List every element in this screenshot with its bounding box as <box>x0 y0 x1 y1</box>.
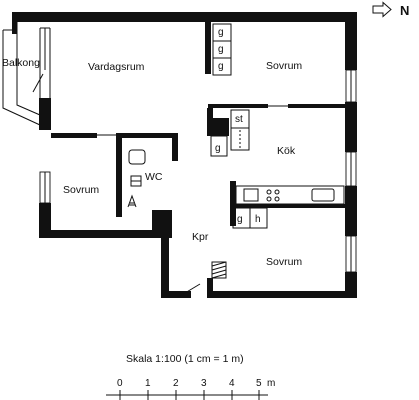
scale-bar: 0 1 2 3 4 5 m <box>106 378 275 400</box>
interior-walls <box>51 22 348 298</box>
windows <box>39 69 357 273</box>
balcony-outline <box>2 22 51 126</box>
scale-tick-label: 1 <box>145 378 151 389</box>
closets-gh: g h <box>232 207 268 229</box>
north-arrow-icon <box>372 1 392 18</box>
scale-tick-label: 3 <box>201 378 207 389</box>
room-label-vardagsrum: Vardagsrum <box>88 61 145 73</box>
closets-ne: g g g <box>212 23 232 76</box>
kitchen-st-label: st <box>235 114 243 125</box>
kitchen-g-label: g <box>215 143 221 154</box>
scale-tick-label: 0 <box>117 378 123 389</box>
scale-tick-label: 4 <box>229 378 235 389</box>
closet-label: g <box>218 61 224 72</box>
wc-fixtures <box>127 149 146 208</box>
room-label-sovrum-ne: Sovrum <box>266 60 302 72</box>
room-label-kpr: Kpr <box>192 231 209 243</box>
closet-g2-label: g <box>237 214 243 225</box>
room-label-wc: WC <box>145 171 163 183</box>
room-label-sovrum-se: Sovrum <box>266 256 302 268</box>
north-label: N <box>400 3 409 18</box>
scale-tick-label: 5 <box>256 378 262 389</box>
scale-tick-label: 2 <box>173 378 179 389</box>
closet-label: g <box>218 27 224 38</box>
kitchen-fixtures: st g <box>210 109 345 205</box>
room-label-balkong: Balkong <box>2 57 40 69</box>
outer-walls <box>12 12 357 298</box>
room-label-sovrum-w: Sovrum <box>63 184 99 196</box>
door-lines <box>97 105 288 297</box>
radiator-icon <box>211 261 227 279</box>
scale-caption: Skala 1:100 (1 cm = 1 m) <box>126 353 244 365</box>
closet-label: g <box>218 44 224 55</box>
closet-h-label: h <box>255 214 261 225</box>
room-label-kok: Kök <box>277 145 296 157</box>
scale-unit: m <box>267 378 275 389</box>
